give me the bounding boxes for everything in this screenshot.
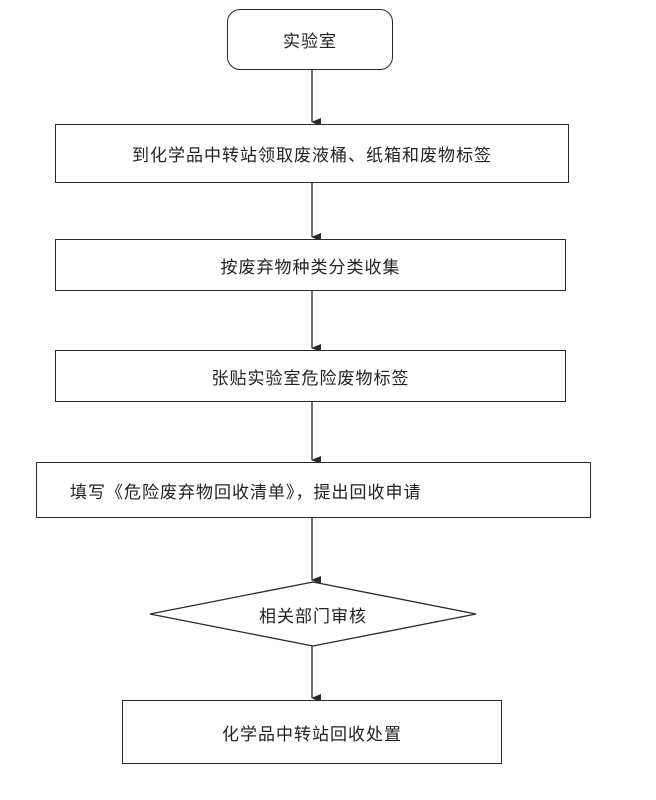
step-node-sort-waste: 按废弃物种类分类收集 <box>55 239 566 291</box>
step-node-apply-label: 张贴实验室危险废物标签 <box>55 350 566 402</box>
step-node-label: 填写《危险废弃物回收清单》，提出回收申请 <box>70 482 422 503</box>
end-node-disposal: 化学品中转站回收处置 <box>122 700 502 764</box>
step-node-fill-form: 填写《危险废弃物回收清单》，提出回收申请 <box>36 462 591 518</box>
end-node-label: 化学品中转站回收处置 <box>222 724 402 745</box>
decision-node-label: 相关部门审核 <box>259 606 367 627</box>
step-node-label: 张贴实验室危险废物标签 <box>211 368 410 389</box>
step-node-collect-supplies: 到化学品中转站领取废液桶、纸箱和废物标签 <box>55 124 569 183</box>
start-node-label: 实验室 <box>283 32 337 52</box>
start-node-laboratory: 实验室 <box>227 9 393 70</box>
decision-diamond-shape <box>149 581 477 647</box>
decision-node-review: 相关部门审核 <box>150 582 476 646</box>
step-node-label: 按废弃物种类分类收集 <box>220 257 401 278</box>
step-node-label: 到化学品中转站领取废液桶、纸箱和废物标签 <box>132 146 492 166</box>
